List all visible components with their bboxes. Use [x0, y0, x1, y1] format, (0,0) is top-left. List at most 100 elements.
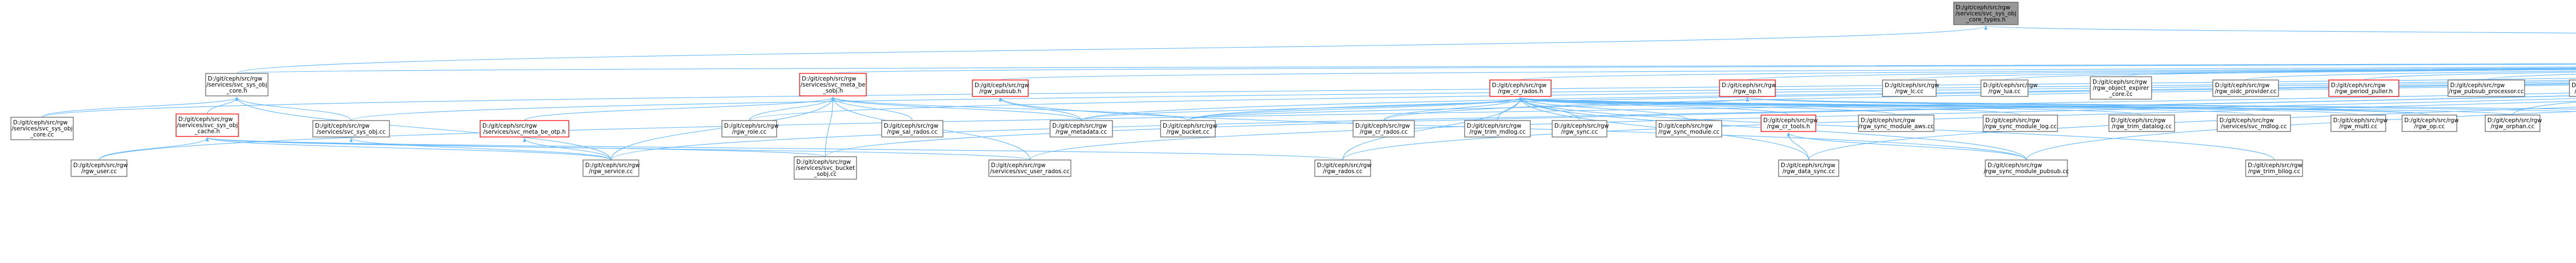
node-label-line: /rgw_sync_module.cc [1658, 129, 1720, 135]
graph-node-metadata-cc[interactable]: D:/git/ceph/src/rgw/rgw_metadata.cc [1050, 120, 1113, 138]
node-label-line: _sobj.cc [813, 171, 837, 178]
graph-node-data-sync-cc[interactable]: D:/git/ceph/src/rgw/rgw_data_sync.cc [1778, 159, 1839, 177]
graph-node-svc-sys-obj-cache-h[interactable]: D:/git/ceph/src/rgw/services/svc_sys_obj… [176, 113, 239, 137]
node-box [582, 159, 639, 177]
node-label-line: D:/git/ceph/src/rgw [2572, 82, 2576, 89]
node-label-line: D:/git/ceph/src/rgw [1985, 117, 2040, 124]
graph-node-svc-sys-obj-core-cc[interactable]: D:/git/ceph/src/rgw/services/svc_sys_obj… [10, 117, 74, 140]
node-box [2245, 159, 2303, 177]
node-label-line: D:/git/ceph/src/rgw [724, 123, 779, 129]
node-label-line: D:/git/ceph/src/rgw [1781, 162, 1835, 169]
graph-node-sync-module-aws-cc[interactable]: D:/git/ceph/src/rgw/rgw_sync_module_aws.… [1858, 115, 1934, 132]
graph-node-orphan-cc[interactable]: D:/git/ceph/src/rgw/rgw_orphan.cc [2485, 115, 2542, 132]
graph-node-svc-meta-be-otp-h[interactable]: D:/git/ceph/src/rgw/services/svc_meta_be… [480, 120, 569, 138]
node-label-line: _core.h [226, 88, 247, 94]
graph-node-period-puller-h[interactable]: D:/git/ceph/src/rgw/rgw_period_puller.h [2328, 79, 2399, 97]
graph-node-meta-be-sobj-h[interactable]: D:/git/ceph/src/rgw/services/svc_meta_be… [799, 73, 867, 96]
node-box [2217, 115, 2291, 132]
node-label-line: D:/git/ceph/src/rgw [73, 162, 128, 169]
graph-node-service-cc[interactable]: D:/git/ceph/src/rgw/rgw_service.cc [582, 159, 640, 177]
dependency-edge [206, 137, 611, 161]
graph-node-sal-rados-cc[interactable]: D:/git/ceph/src/rgw/rgw_sal_rados.cc [881, 120, 943, 138]
node-label-line: /services/svc_sys_obj.cc [317, 129, 386, 135]
graph-node-lua-cc[interactable]: D:/git/ceph/src/rgw/rgw_lua.cc [1980, 79, 2038, 97]
graph-node-sys-obj-core-h[interactable]: D:/git/ceph/src/rgw/services/svc_sys_obj… [205, 73, 269, 96]
node-label-line: /rgw_trim_mdlog.cc [1470, 129, 1526, 135]
graph-node-cr-rados-cc[interactable]: D:/git/ceph/src/rgw/rgw_cr_rados.cc [1353, 120, 1415, 138]
dependency-edge [831, 96, 1082, 121]
node-box [1719, 79, 1776, 97]
graph-node-sync-module-cc[interactable]: D:/git/ceph/src/rgw/rgw_sync_module.cc [1656, 120, 1722, 138]
graph-node-svc-sys-obj-cc[interactable]: D:/git/ceph/src/rgw/services/svc_sys_obj… [312, 120, 390, 138]
dependency-edge [1519, 97, 1897, 116]
node-label-line: /rgw_metadata.cc [1056, 129, 1107, 135]
dependency-edge [236, 63, 2576, 74]
graph-node-svc-user-rados-cc[interactable]: D:/git/ceph/src/rgw/services/svc_user_ra… [988, 159, 1071, 177]
graph-node-bucket-cc[interactable]: D:/git/ceph/src/rgw/rgw_bucket.cc [1160, 120, 1217, 138]
node-label-line: /services/svc_bucket [796, 165, 855, 171]
dependency-edge [349, 138, 611, 161]
node-label-line: /services/svc_user_rados.cc [990, 168, 1069, 175]
node-label-line: D:/git/ceph/src/rgw [2219, 117, 2274, 124]
dependency-edge [206, 137, 1030, 161]
node-label-line: /services/svc_meta_be [801, 82, 865, 88]
node-label-line: D:/git/ceph/src/rgw [2450, 82, 2505, 89]
dependency-edge [523, 138, 611, 161]
graph-node-sync-module-log-cc[interactable]: D:/git/ceph/src/rgw/rgw_sync_module_log.… [1983, 115, 2058, 132]
graph-node-trim-bilog-cc[interactable]: D:/git/ceph/src/rgw/rgw_trim_bilog.cc [2245, 159, 2303, 177]
node-label-line: D:/git/ceph/src/rgw [991, 162, 1046, 169]
node-box [1552, 120, 1607, 138]
graph-node-quota-cc[interactable]: D:/git/ceph/src/rgw/rgw_quota.cc [2569, 79, 2576, 97]
graph-node-rados-cc[interactable]: D:/git/ceph/src/rgw/rgw_rados.cc [1314, 159, 1372, 177]
graph-node-object-expirer-core-cc[interactable]: D:/git/ceph/src/rgw/rgw_object_expirer_c… [2090, 76, 2152, 100]
node-label-line: /rgw_role.cc [732, 129, 767, 135]
graph-node-root[interactable]: D:/git/ceph/src/rgw/services/svc_sys_obj… [1953, 2, 2019, 25]
node-label-line: D:/git/ceph/src/rgw [315, 123, 370, 129]
graph-node-cr-tools-h[interactable]: D:/git/ceph/src/rgw/rgw_cr_tools.h [1761, 115, 1818, 132]
dependency-edge [1081, 97, 1522, 121]
dependency-edge [2486, 73, 2576, 81]
node-label-line: D:/git/ceph/src/rgw [2093, 79, 2147, 85]
graph-node-oidc-provider-cc[interactable]: D:/git/ceph/src/rgw/rgw_oidc_provider.cc [2212, 79, 2279, 97]
node-box [2212, 79, 2279, 97]
graph-node-multi-cc[interactable]: D:/git/ceph/src/rgw/rgw_multi.cc [2330, 115, 2388, 132]
dependency-edge [42, 78, 2576, 118]
graph-node-sync-module-pubsub-cc[interactable]: D:/git/ceph/src/rgw/rgw_sync_module_pubs… [1984, 159, 2069, 177]
node-label-line: /rgw_rados.cc [1323, 168, 1363, 175]
node-label-line: /services/svc_sys_obj [11, 125, 72, 132]
node-label-line: _core.cc [2109, 91, 2133, 98]
dependency-edge [832, 64, 2576, 74]
graph-node-trim-datalog-cc[interactable]: D:/git/ceph/src/rgw/rgw_trim_datalog.cc [2108, 115, 2175, 132]
graph-node-op-h[interactable]: D:/git/ceph/src/rgw/rgw_op.h [1719, 79, 1776, 97]
graph-node-cr-rados-h[interactable]: D:/git/ceph/src/rgw/rgw_cr_rados.h [1489, 79, 1552, 97]
graph-node-user-cc[interactable]: D:/git/ceph/src/rgw/rgw_user.cc [71, 159, 128, 177]
dependency-edge [1519, 97, 1789, 116]
graph-node-lc-cc[interactable]: D:/git/ceph/src/rgw/rgw_lc.cc [1882, 79, 1939, 97]
graph-node-svc-bucket-sobj-cc[interactable]: D:/git/ceph/src/rgw/services/svc_bucket_… [794, 156, 857, 180]
node-box [2328, 79, 2399, 97]
dependency-edge [825, 95, 2576, 157]
dependency-edge [2245, 70, 2576, 81]
node-box [799, 73, 867, 96]
dependency-edge [2120, 68, 2576, 77]
node-label-line: /rgw_data_sync.cc [1782, 168, 1835, 175]
node-label-line: D:/git/ceph/src/rgw [1861, 117, 1915, 124]
dependency-edge [1909, 68, 2576, 81]
dependency-edge [42, 96, 238, 118]
node-label-line: /rgw_sync_module_aws.cc [1858, 123, 1934, 130]
node-box [1050, 120, 1113, 138]
graph-node-role-cc[interactable]: D:/git/ceph/src/rgw/rgw_role.cc [721, 120, 779, 138]
graph-node-op-cc[interactable]: D:/git/ceph/src/rgw/rgw_op.cc [2402, 115, 2459, 132]
node-label-line: /rgw_oidc_provider.cc [2215, 88, 2277, 95]
node-box [1314, 159, 1371, 177]
graph-node-sync-cc[interactable]: D:/git/ceph/src/rgw/rgw_sync.cc [1552, 120, 1609, 138]
node-box [2090, 76, 2152, 100]
graph-node-pubsub-push-cc[interactable]: D:/git/ceph/src/rgw/rgw_pubsub_processor… [2447, 79, 2525, 97]
node-label-line: /rgw_period_puller.h [2335, 88, 2393, 95]
graph-node-trim-mdlog-cc[interactable]: D:/git/ceph/src/rgw/rgw_trim_mdlog.cc [1464, 120, 1531, 138]
node-label-line: _cache.h [194, 128, 220, 135]
graph-node-pubsub-h[interactable]: D:/git/ceph/src/rgw/rgw_pubsub.h [972, 79, 1029, 97]
graph-node-svc-mdlog-cc[interactable]: D:/git/ceph/src/rgw/services/svc_mdlog.c… [2217, 115, 2291, 132]
node-label-line: D:/git/ceph/src/rgw [13, 119, 68, 126]
node-box [1778, 159, 1839, 177]
